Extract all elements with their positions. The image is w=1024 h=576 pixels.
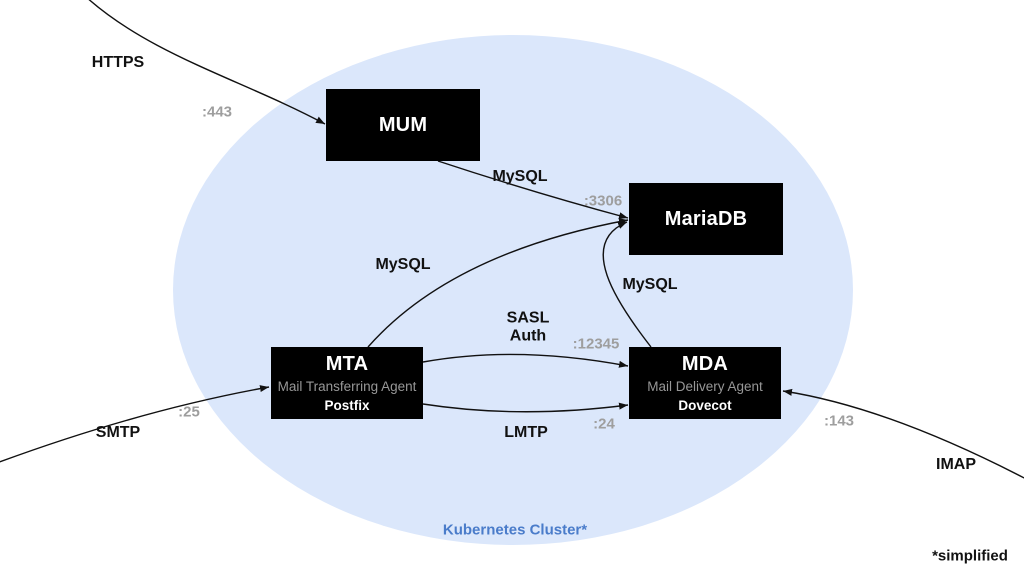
node-mda-title: MDA — [681, 353, 729, 376]
port-label-443: :443 — [201, 103, 233, 121]
edge-mta-to-mariadb — [367, 218, 629, 348]
node-mda-subtitle: Mail Delivery Agent — [647, 379, 763, 395]
node-mta-subtitle: Mail Transferring Agent — [277, 379, 417, 395]
port-label-3306: :3306 — [583, 192, 623, 210]
node-mda-implementation: Dovecot — [678, 397, 732, 413]
node-mda: MDA Mail Delivery Agent Dovecot — [629, 347, 781, 419]
port-label-143: :143 — [823, 412, 855, 430]
edge-mum-to-mariadb — [437, 160, 629, 220]
node-mariadb-title: MariaDB — [664, 208, 748, 230]
node-mariadb: MariaDB — [629, 183, 783, 255]
edge-label-imap: IMAP — [936, 455, 976, 473]
edge-mta-to-mda-lmtp — [422, 402, 629, 413]
edge-label-sasl-auth: SASL Auth — [506, 309, 550, 345]
node-mta-title: MTA — [325, 353, 369, 376]
kubernetes-cluster-label: Kubernetes Cluster* — [442, 521, 588, 539]
edge-label-lmtp: LMTP — [504, 423, 548, 441]
edge-https — [88, 0, 326, 125]
port-label-25: :25 — [178, 403, 200, 421]
edge-label-smtp: SMTP — [95, 423, 141, 441]
port-label-12345: :12345 — [572, 335, 620, 353]
edge-label-mta-mysql: MySQL — [375, 255, 431, 273]
node-mum: MUM — [326, 89, 480, 161]
edge-label-mda-mysql: MySQL — [622, 275, 678, 293]
edge-imap — [782, 388, 1024, 479]
edge-mda-to-mariadb — [602, 221, 652, 348]
port-label-24: :24 — [593, 415, 615, 433]
kubernetes-cluster-boundary — [173, 35, 853, 545]
edge-smtp — [0, 385, 270, 463]
node-mta-implementation: Postfix — [324, 397, 370, 413]
edge-label-https: HTTPS — [91, 53, 145, 71]
edge-mta-to-mda-auth — [422, 353, 629, 368]
simplified-footnote: *simplified — [932, 547, 1008, 565]
node-mum-title: MUM — [378, 114, 428, 136]
edge-label-mum-mysql: MySQL — [492, 167, 548, 185]
node-mta: MTA Mail Transferring Agent Postfix — [271, 347, 423, 419]
